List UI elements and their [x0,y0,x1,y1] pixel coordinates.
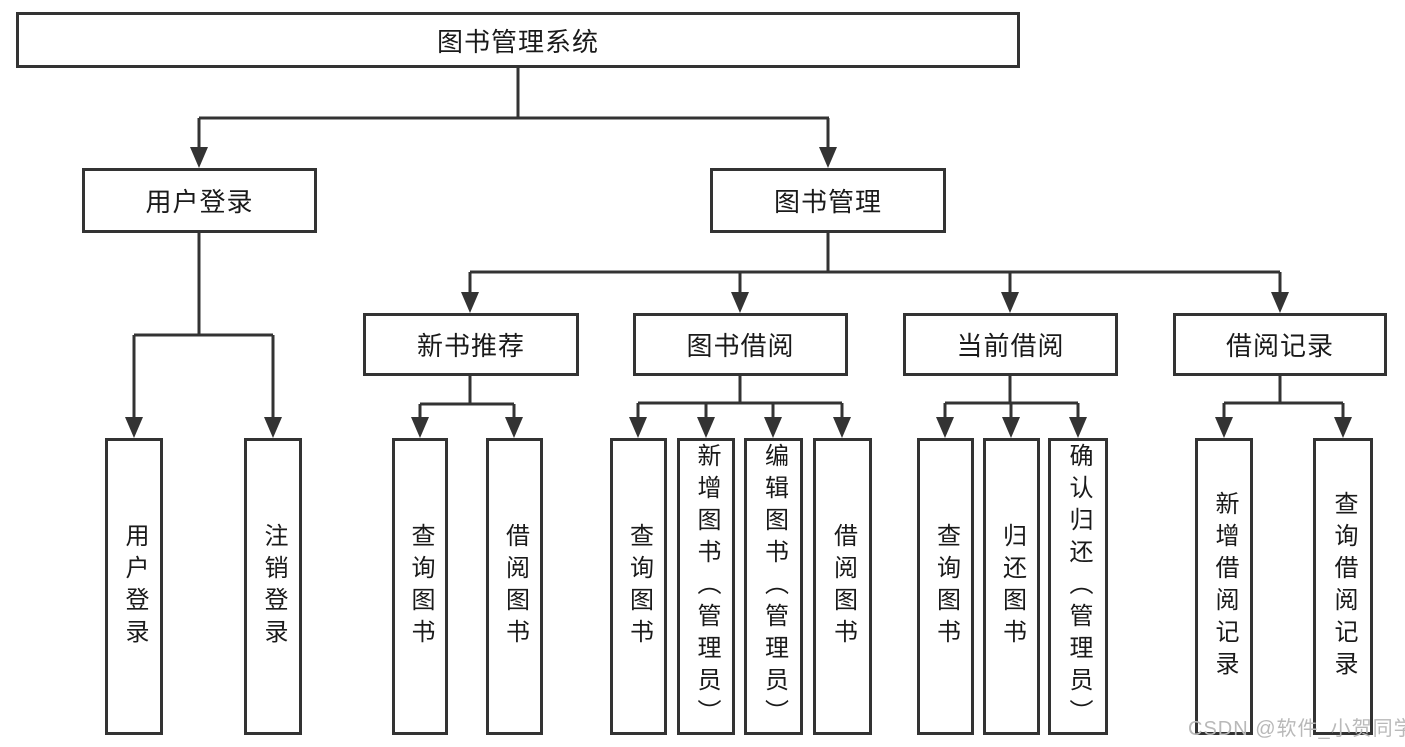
leaf-records-query-record: 查询借阅记录 [1313,438,1373,735]
leaf-current-return-books: 归还图书 [983,438,1040,735]
arrowhead [629,417,647,438]
arrowhead [505,417,523,438]
arrowhead [697,417,715,438]
leaf-records-add-record: 新增借阅记录 [1195,438,1253,735]
arrowhead [1069,417,1087,438]
arrowhead [1001,292,1019,313]
leaf-borrowing-borrow-books: 借阅图书 [813,438,872,735]
leaf-borrowing-query-books: 查询图书 [610,438,667,735]
arrowhead [264,417,282,438]
arrowhead [1334,417,1352,438]
leaf-borrowing-edit-books-admin: 编辑图书（管理员） [744,438,803,735]
node-borrowing-records: 借阅记录 [1173,313,1387,376]
leaf-current-query-books: 查询图书 [917,438,974,735]
leaf-logout: 注销登录 [244,438,302,735]
watermark: CSDN @软件_小贺同学 [1188,718,1405,740]
leaf-user-login: 用户登录 [105,438,163,735]
arrowhead [833,417,851,438]
arrowhead [125,417,143,438]
arrowhead [764,417,782,438]
node-current-borrowing: 当前借阅 [903,313,1118,376]
arrowhead [461,292,479,313]
arrowhead [1215,417,1233,438]
leaf-newbooks-query-books: 查询图书 [392,438,448,735]
leaf-current-confirm-return-admin: 确认归还（管理员） [1048,438,1108,735]
leaf-newbooks-borrow-books: 借阅图书 [486,438,543,735]
node-root: 图书管理系统 [16,12,1020,68]
arrowhead [1271,292,1289,313]
arrowhead [411,417,429,438]
leaf-borrowing-add-books-admin: 新增图书（管理员） [677,438,735,735]
arrowhead [936,417,954,438]
arrowhead [819,147,837,168]
node-user-login: 用户登录 [82,168,317,233]
arrowhead [190,147,208,168]
arrowhead [731,292,749,313]
node-new-book-recommend: 新书推荐 [363,313,579,376]
arrowhead [1002,417,1020,438]
node-book-management: 图书管理 [710,168,946,233]
node-book-borrowing: 图书借阅 [633,313,848,376]
